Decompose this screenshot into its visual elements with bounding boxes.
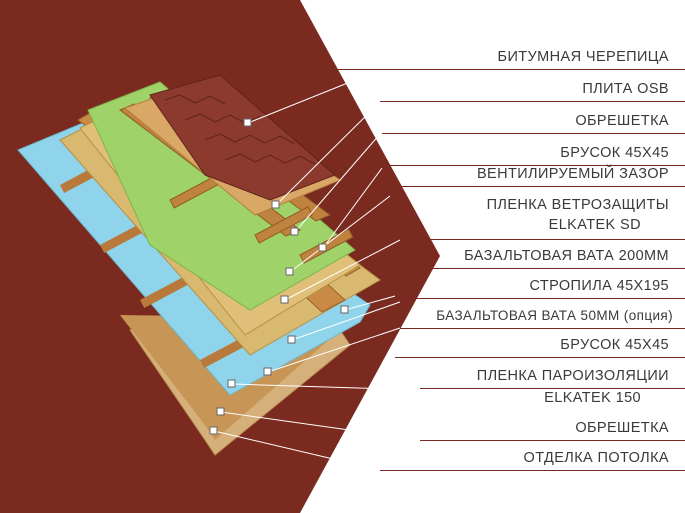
rule-2 <box>380 101 685 102</box>
rule-11 <box>420 388 685 389</box>
rule-1 <box>305 69 685 70</box>
label-vapor-membrane: ПЛЕНКА ПАРОИЗОЛЯЦИИ <box>476 368 669 384</box>
label-rafters: СТРОПИЛА 45Х195 <box>529 278 669 294</box>
rule-12 <box>420 440 685 441</box>
label-batten-top: БРУСОК 45Х45 <box>560 145 669 161</box>
label-ceiling-finish: ОТДЕЛКА ПОТОЛКА <box>523 450 669 466</box>
rule-3 <box>382 133 685 134</box>
rule-10 <box>395 357 685 358</box>
wind-membrane-layer <box>87 81 356 311</box>
label-batten-bottom: БРУСОК 45Х45 <box>560 337 669 353</box>
rule-4 <box>385 165 685 166</box>
leader-lines <box>213 69 421 471</box>
rule-13 <box>380 470 685 471</box>
label-bitumen-shingles: БИТУМНАЯ ЧЕРЕПИЦА <box>497 49 669 65</box>
label-lathing-bottom: ОБРЕШЕТКА <box>575 420 669 436</box>
shingle-layer <box>149 74 336 201</box>
label-lathing-top: ОБРЕШЕТКА <box>575 113 669 129</box>
label-wind-membrane-brand: ELKATEK SD <box>548 217 641 233</box>
rule-6 <box>400 239 685 240</box>
rule-7 <box>423 268 685 269</box>
label-vapor-membrane-brand: ELKATEK 150 <box>544 390 641 406</box>
label-osb-plate: ПЛИТА OSB <box>582 81 669 97</box>
label-wind-membrane: ПЛЕНКА ВЕТРОЗАЩИТЫ <box>486 197 669 213</box>
label-basalt-wool-200: БАЗАЛЬТОВАЯ ВАТА 200ММ <box>464 248 669 264</box>
rule-5 <box>395 186 685 187</box>
batten-bottom-group <box>59 161 249 368</box>
layer-markers <box>209 118 349 435</box>
label-ventilation-gap: ВЕНТИЛИРУЕМЫЙ ЗАЗОР <box>476 166 669 182</box>
label-basalt-wool-50: БАЗАЛЬТОВАЯ ВАТА 50ММ (опция) <box>436 308 673 323</box>
rule-8 <box>402 298 685 299</box>
rule-9 <box>400 328 685 329</box>
